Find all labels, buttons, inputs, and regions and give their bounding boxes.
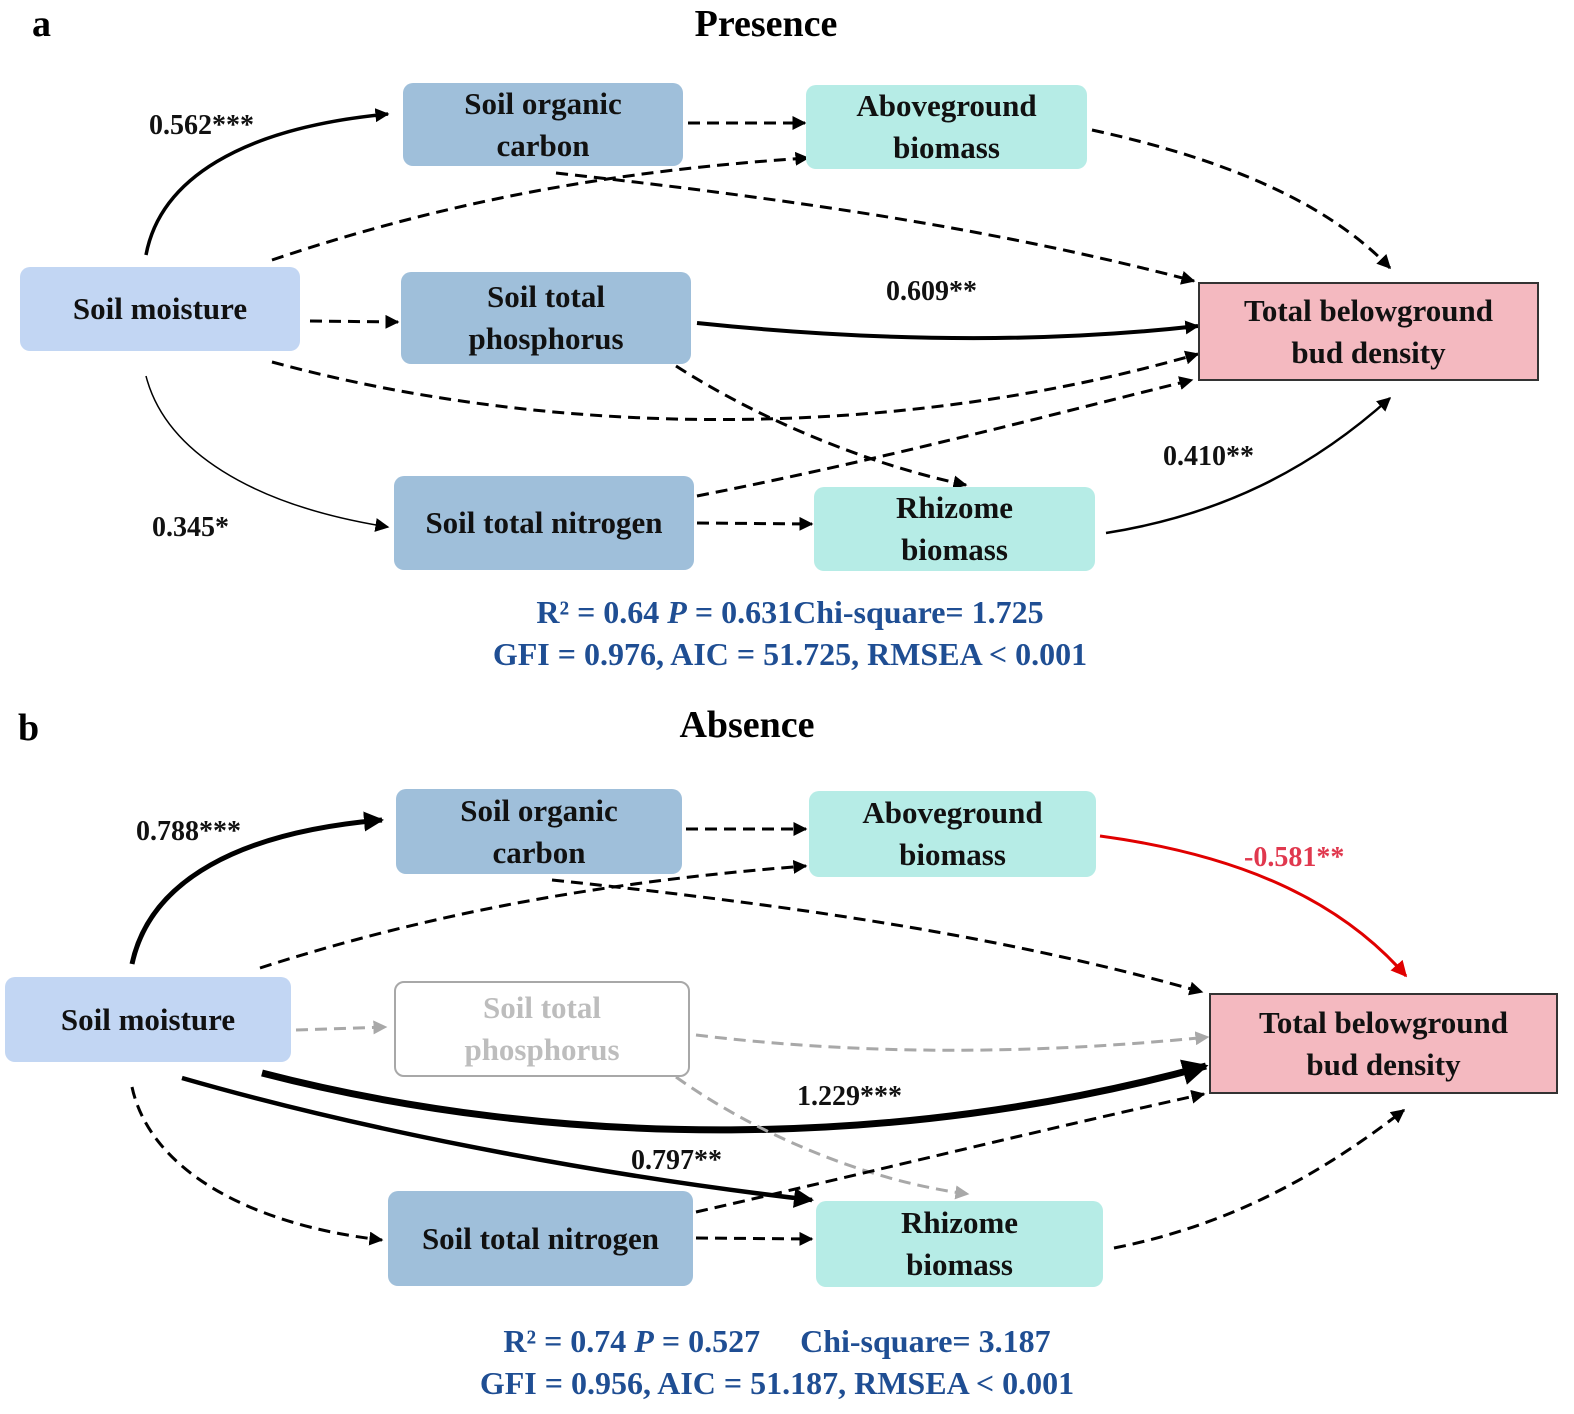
edge-b-moisture-agb bbox=[259, 859, 808, 970]
edge-b-moisture-stp bbox=[295, 1020, 388, 1035]
node-label-line1: Rhizome bbox=[895, 490, 1014, 525]
panel-letter-b: b bbox=[18, 707, 40, 749]
node-label-line2: bud density bbox=[1291, 334, 1446, 370]
edge-b-moisture-soc bbox=[129, 811, 384, 965]
node-soil-moisture: Soil moisture bbox=[5, 977, 291, 1062]
edge-b-soc-target bbox=[551, 878, 1204, 996]
stats-line2: GFI = 0.976, AIC = 51.725, RMSEA < 0.001 bbox=[492, 636, 1088, 672]
edge-a-stn-rhz bbox=[696, 516, 814, 531]
node-soil-organic-carbon: Soil organic carbon bbox=[396, 789, 682, 874]
panel-title-absence: Absence bbox=[679, 704, 815, 746]
edge-a-moisture-agb bbox=[271, 151, 810, 262]
node-rhizome-biomass: Rhizome biomass bbox=[816, 1201, 1103, 1287]
node-label: Soil total nitrogen bbox=[425, 505, 663, 540]
coef-moisture-soc: 0.562*** bbox=[149, 110, 254, 141]
stats-line1: R² = 0.64 P = 0.631Chi-square= 1.725 bbox=[536, 594, 1044, 630]
node-aboveground-biomass: Aboveground biomass bbox=[806, 85, 1087, 169]
node-total-belowground-bud-density: Total belowground bud density bbox=[1198, 282, 1539, 381]
edge-a-moisture-stp bbox=[309, 314, 400, 329]
edge-b-agb-target bbox=[1099, 834, 1408, 978]
node-label-line1: Soil total bbox=[487, 279, 605, 314]
edge-b-stn-target bbox=[695, 1089, 1206, 1214]
node-soil-total-phosphorus-nonsignificant: Soil total phosphorus bbox=[394, 981, 690, 1077]
node-soil-organic-carbon: Soil organic carbon bbox=[403, 83, 683, 166]
model-fit-stats-a: R² = 0.64 P = 0.631Chi-square= 1.725 GFI… bbox=[440, 591, 1140, 675]
edge-b-rhz-target bbox=[1113, 1108, 1406, 1250]
edge-a-moisture-target bbox=[271, 350, 1200, 422]
node-label: Soil total nitrogen bbox=[421, 1220, 660, 1256]
node-label-line1: Soil organic bbox=[460, 792, 618, 828]
edge-a-moisture-soc bbox=[144, 108, 390, 256]
panel-a-edges bbox=[144, 108, 1392, 535]
node-label-line1: Soil total bbox=[483, 990, 601, 1025]
coef-moisture-target: 1.229*** bbox=[797, 1081, 902, 1112]
stats-line1: R² = 0.74 P = 0.527 Chi-square= 3.187 bbox=[503, 1323, 1051, 1359]
coef-agb-target-negative: -0.581** bbox=[1244, 842, 1345, 873]
panel-title-presence: Presence bbox=[694, 3, 838, 45]
node-soil-total-nitrogen: Soil total nitrogen bbox=[394, 476, 694, 570]
stats-line2: GFI = 0.956, AIC = 51.187, RMSEA < 0.001 bbox=[479, 1365, 1075, 1401]
node-label-line1: Rhizome bbox=[900, 1205, 1019, 1240]
coef-stp-target: 0.609** bbox=[886, 276, 977, 307]
panel-b-edges bbox=[129, 811, 1408, 1250]
node-label-line1: Total belowground bbox=[1259, 1004, 1508, 1040]
node-label-line1: Aboveground bbox=[862, 795, 1043, 830]
node-label-line2: bud density bbox=[1306, 1046, 1461, 1082]
coef-rhz-target: 0.410** bbox=[1163, 441, 1254, 472]
edge-a-stp-target bbox=[696, 320, 1200, 341]
edge-b-stn-rhz bbox=[695, 1231, 814, 1246]
edge-a-soc-target bbox=[555, 171, 1196, 285]
node-label-line2: phosphorus bbox=[468, 321, 624, 356]
node-label: Soil moisture bbox=[72, 291, 248, 326]
model-fit-stats-b: R² = 0.74 P = 0.527 Chi-square= 3.187 GF… bbox=[427, 1320, 1127, 1404]
node-label-line2: biomass bbox=[893, 130, 1000, 165]
node-total-belowground-bud-density: Total belowground bud density bbox=[1209, 993, 1558, 1094]
node-label-line1: Soil organic bbox=[464, 85, 622, 121]
node-rhizome-biomass: Rhizome biomass bbox=[814, 487, 1095, 571]
node-soil-total-nitrogen: Soil total nitrogen bbox=[388, 1191, 693, 1286]
edge-b-moisture-stn bbox=[130, 1086, 384, 1246]
edge-a-agb-target bbox=[1091, 128, 1392, 270]
node-label-line2: biomass bbox=[901, 532, 1008, 567]
node-label-line2: biomass bbox=[899, 837, 1006, 872]
node-label-line2: carbon bbox=[492, 834, 586, 870]
node-soil-moisture: Soil moisture bbox=[20, 267, 300, 351]
node-label-line2: biomass bbox=[906, 1247, 1013, 1282]
coef-moisture-soc: 0.788*** bbox=[136, 816, 241, 847]
edge-b-moisture-rhz bbox=[181, 1075, 814, 1208]
edge-b-stp-rhz bbox=[675, 1075, 970, 1200]
coef-moisture-stn: 0.345* bbox=[152, 512, 229, 543]
edge-a-rhz-target bbox=[1105, 397, 1392, 535]
edge-a-stp-rhz bbox=[675, 364, 968, 490]
coef-moisture-rhz: 0.797** bbox=[631, 1145, 722, 1176]
panel-letter-a: a bbox=[32, 3, 51, 45]
edge-a-moisture-stn bbox=[145, 375, 390, 532]
node-aboveground-biomass: Aboveground biomass bbox=[809, 791, 1096, 877]
node-soil-total-phosphorus: Soil total phosphorus bbox=[401, 272, 691, 364]
node-label-line2: phosphorus bbox=[464, 1032, 620, 1067]
edge-a-stn-target bbox=[696, 376, 1194, 498]
edge-b-stp-target bbox=[695, 1031, 1210, 1052]
node-label-line1: Total belowground bbox=[1244, 292, 1493, 328]
node-label-line2: carbon bbox=[496, 127, 590, 163]
edge-b-moisture-target bbox=[261, 1059, 1209, 1134]
node-label-line1: Aboveground bbox=[856, 88, 1037, 123]
node-label: Soil moisture bbox=[60, 1001, 236, 1037]
